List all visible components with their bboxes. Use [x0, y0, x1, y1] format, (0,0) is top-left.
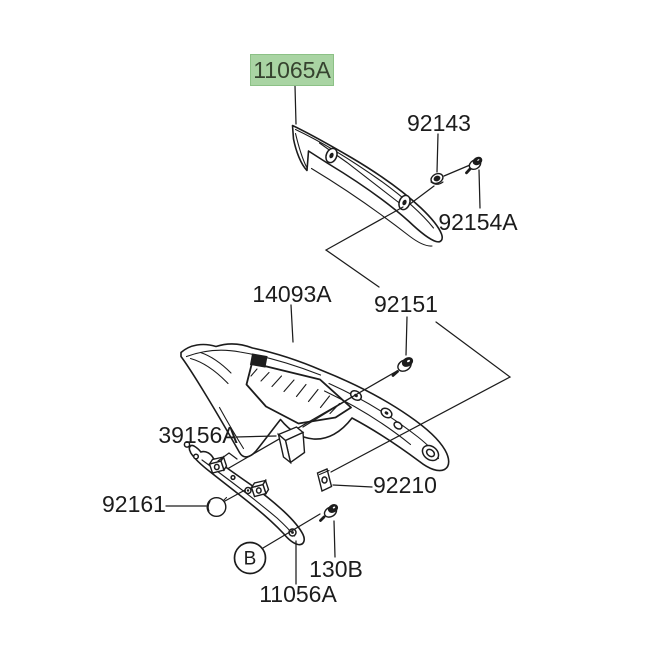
part-label-130b[interactable]: 130B [309, 556, 363, 582]
part-label-11065a[interactable]: 11065A [253, 57, 331, 83]
part-label-92210[interactable]: 92210 [373, 472, 437, 498]
part-drawing-11065a-trim [291, 124, 443, 247]
part-label-11056a[interactable]: 11056A [259, 581, 337, 607]
part-drawing-92210-clip [316, 468, 333, 492]
part-label-14093a[interactable]: 14093A [252, 281, 332, 307]
leader-lines [221, 85, 512, 488]
part-label-92151[interactable]: 92151 [374, 291, 438, 317]
part-label-92143[interactable]: 92143 [407, 110, 471, 136]
fastener-92151-bolt [391, 357, 414, 377]
fastener-130b-bolt [319, 504, 339, 522]
highlight-background [250, 54, 334, 86]
part-drawing-39156a-pad [277, 426, 306, 465]
part-drawing-92161-damper [206, 496, 228, 518]
part-label-39156a[interactable]: 39156A [158, 422, 238, 448]
leader-lines-lower [165, 452, 336, 585]
fastener-92154a-bolt [465, 156, 483, 175]
part-label-92154a[interactable]: 92154A [438, 209, 518, 235]
part-label-11065a-highlighted[interactable]: 11065A [250, 54, 334, 86]
fastener-92143-nut [430, 172, 444, 185]
part-labels: 11065A 92143 92154A 14093A 92151 39156A … [102, 54, 518, 607]
part-drawing-14093a-cover [180, 343, 450, 472]
callout-b-circle: B [233, 541, 267, 575]
callout-b-label: B [244, 549, 257, 570]
part-label-92161[interactable]: 92161 [102, 491, 166, 517]
